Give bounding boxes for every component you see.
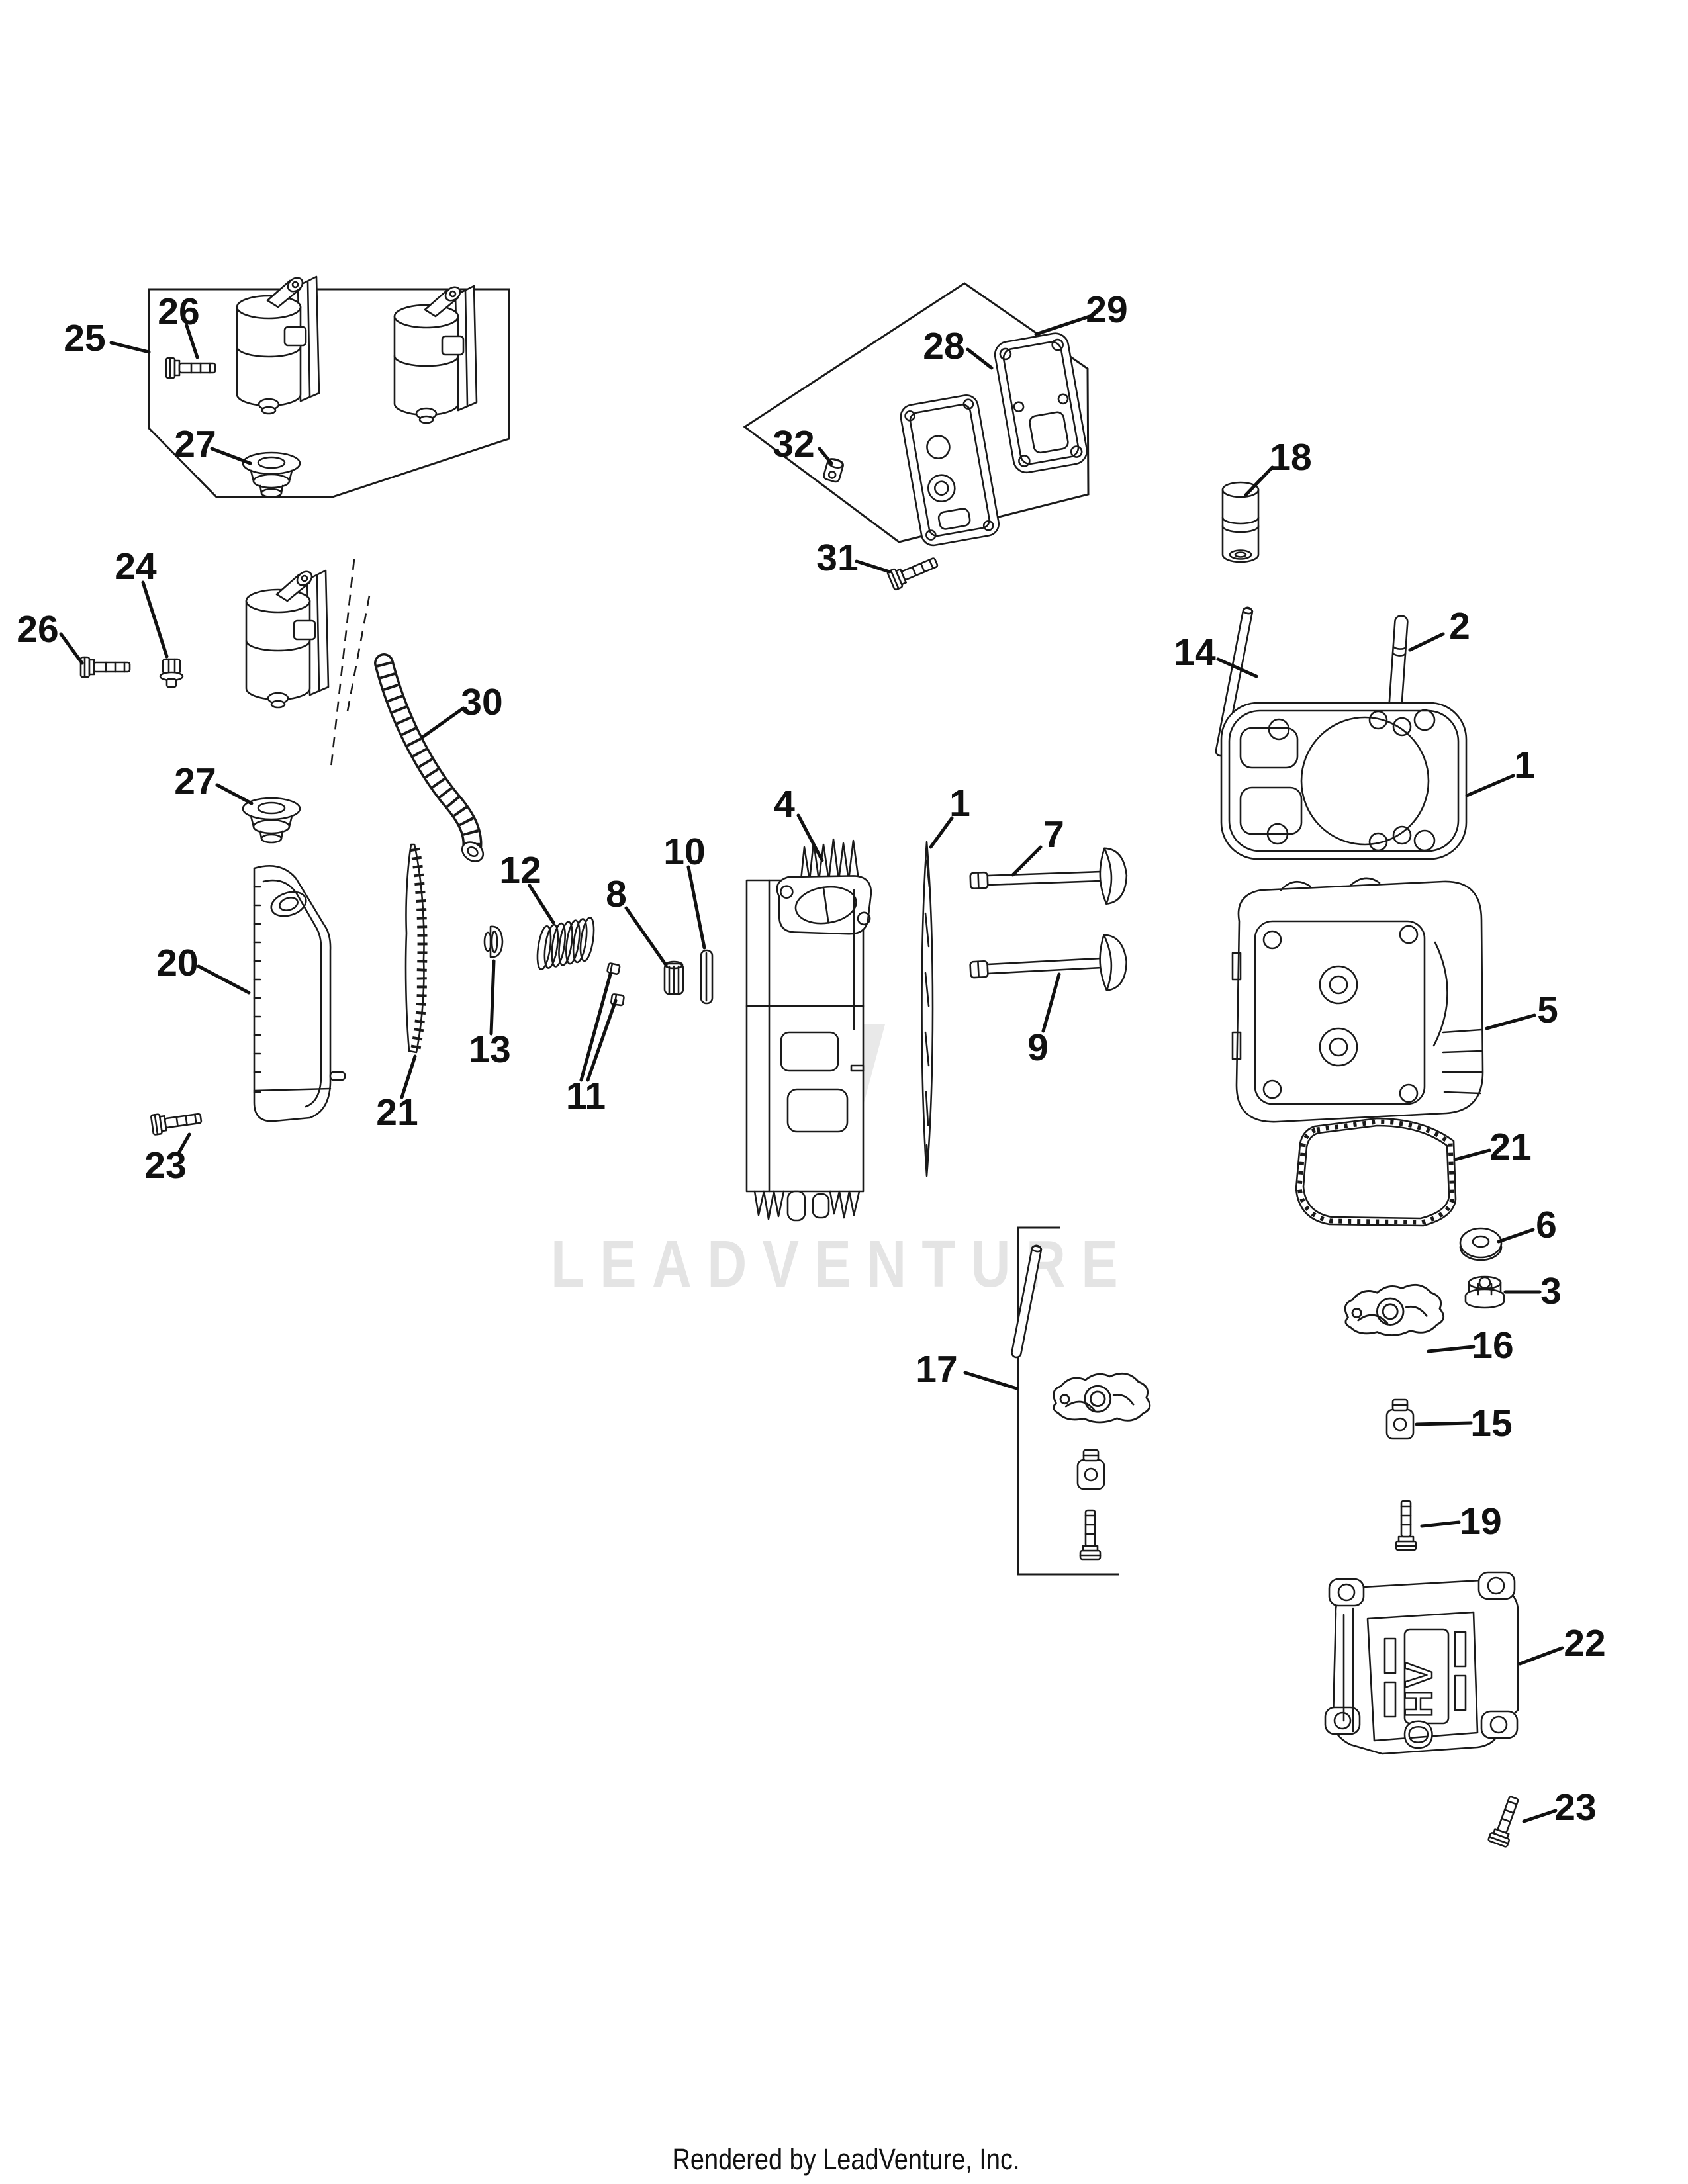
breather-gasket-28 (994, 332, 1088, 474)
assembly-dashed-lines (330, 559, 371, 768)
callout-2: 2 (1449, 605, 1470, 647)
callout-17: 17 (915, 1348, 957, 1390)
watermark-text: LEADVENTURE (551, 1227, 1133, 1301)
grommet-27-top (242, 451, 301, 498)
callout-9: 9 (1027, 1026, 1049, 1069)
callout-4: 4 (774, 783, 795, 825)
callout-3: 3 (1540, 1270, 1562, 1312)
cap-18 (1221, 481, 1260, 563)
breather-hose-30 (374, 653, 485, 862)
rocker-cover-20 (253, 865, 346, 1122)
solenoid-canister-b (393, 283, 478, 424)
callout-21-left: 21 (376, 1091, 418, 1134)
callout-18: 18 (1270, 436, 1311, 478)
callout-23-right: 23 (1554, 1786, 1596, 1829)
callout-14: 14 (1174, 631, 1216, 674)
footer-credit: Rendered by LeadVenture, Inc. (673, 2142, 1020, 2176)
callout-30: 30 (461, 681, 502, 723)
bolt-19 (1395, 1500, 1417, 1551)
cover-gasket-profile-21 (404, 843, 428, 1054)
cover-ear-tl (1328, 1578, 1365, 1607)
bolt-26-top (165, 357, 216, 379)
callout-31: 31 (816, 537, 858, 579)
exhaust-valve-9 (968, 933, 1129, 999)
cover-ear-bl (1324, 1706, 1361, 1735)
valve-cover-gasket-21 (1295, 1117, 1457, 1227)
callout-16: 16 (1472, 1324, 1513, 1367)
callout-27-mid: 27 (174, 760, 216, 803)
solenoid-canister-installed (245, 568, 330, 709)
valve-spring-12 (536, 917, 595, 971)
valve-guide-10 (700, 949, 714, 1005)
cover-ear-br (1480, 1710, 1519, 1739)
rocker-arm-17kit (1051, 1370, 1152, 1426)
callout-8: 8 (606, 873, 627, 915)
cylinder-head-5 (1231, 877, 1484, 1123)
valve-cover-22: OHV (1324, 1571, 1519, 1755)
push-rod-14 (1215, 606, 1254, 757)
callout-23-left: 23 (144, 1144, 186, 1187)
solenoid-canister-a (236, 274, 320, 415)
callout-12: 12 (499, 849, 541, 891)
group-box-25 (148, 288, 510, 498)
push-rod-17kit (1011, 1244, 1043, 1359)
callout-5: 5 (1537, 989, 1558, 1031)
callout-25: 25 (64, 317, 105, 359)
ohv-badge: OHV (1397, 1661, 1440, 1750)
callout-6: 6 (1536, 1204, 1557, 1246)
callout-15: 15 (1470, 1402, 1512, 1445)
spring-retainer-13 (483, 925, 504, 958)
callout-28: 28 (923, 325, 964, 367)
callout-24: 24 (115, 545, 157, 588)
callout-26-top: 26 (158, 291, 199, 333)
rocker-arm-16 (1344, 1283, 1445, 1337)
intake-valve-7 (968, 846, 1129, 910)
callout-20: 20 (156, 942, 198, 984)
nut-24 (159, 658, 184, 688)
valve-keepers-11 (606, 962, 625, 1007)
callout-13: 13 (469, 1028, 510, 1071)
callout-29: 29 (1086, 289, 1127, 331)
callout-7: 7 (1043, 813, 1064, 856)
callout-11: 11 (566, 1075, 606, 1117)
breather-plate (900, 394, 1000, 547)
head-gasket-profile-1 (921, 841, 934, 1177)
callout-27-top: 27 (174, 423, 216, 465)
callout-1-right: 1 (1514, 744, 1535, 786)
bolt-17kit (1079, 1509, 1102, 1561)
flange-nut-3 (1464, 1275, 1505, 1309)
callout-32: 32 (773, 423, 814, 465)
callout-26-left: 26 (17, 608, 58, 651)
callout-19: 19 (1460, 1500, 1501, 1543)
bolt-26-left (79, 656, 131, 678)
bolt-23-left (150, 1107, 203, 1136)
callout-21-right: 21 (1489, 1126, 1531, 1168)
callout-1-center: 1 (949, 782, 970, 825)
rocker-pivot-15 (1385, 1398, 1415, 1440)
washer-6 (1459, 1227, 1503, 1261)
callout-10: 10 (663, 831, 705, 873)
leader-lines (59, 314, 1564, 1823)
dowel-32 (823, 458, 844, 483)
bolt-31 (886, 551, 941, 592)
valve-stem-seal-8 (663, 960, 684, 995)
head-gasket-1 (1220, 702, 1468, 860)
cover-ear-tr (1477, 1571, 1516, 1600)
cylinder-barrel-4 (745, 838, 872, 1222)
callout-22: 22 (1564, 1622, 1605, 1664)
group-bracket-17 (1017, 1226, 1119, 1576)
bolt-23-right (1487, 1794, 1524, 1848)
callouts: 25 26 27 24 26 30 27 20 23 21 13 12 11 8… (17, 289, 1605, 1829)
rocker-pivot-17kit (1076, 1449, 1105, 1490)
